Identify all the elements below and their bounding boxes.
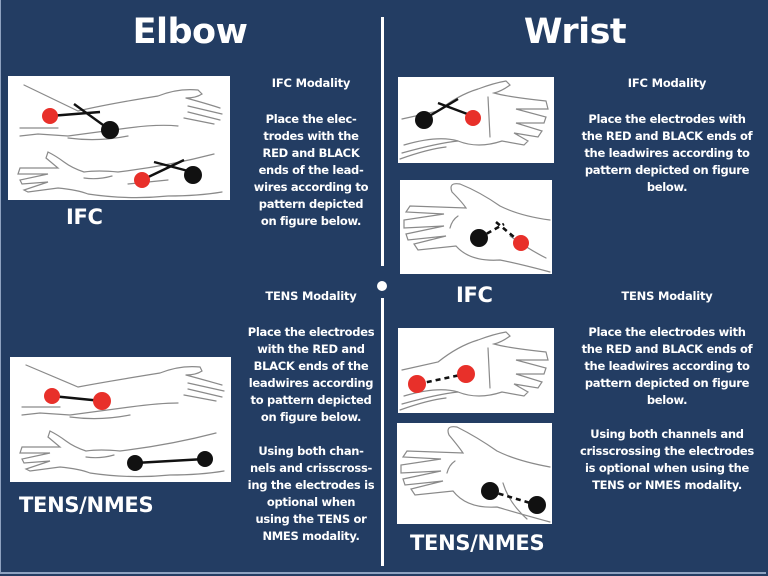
wrist-tens-palmar-illustration [400,426,551,523]
wrist-tens-figure-dorsal [398,328,554,413]
wrist-ifc-dorsal-illustration [399,80,549,160]
text-line: wires according to [253,180,369,194]
elbow-tens-label: TENS/NMES [19,493,154,517]
wrist-tens-figure-palmar [397,423,552,524]
text-line: ing the electrodes is [247,478,375,492]
electrode-black [101,121,119,139]
text-line: on figure below. [260,410,362,424]
wrist-ifc-figure-palmar [400,180,552,274]
elbow-ifc-heading: IFC Modality [271,76,351,90]
wrist-tens-paragraph-2: Using both channels and crisscrossing th… [570,426,764,494]
text-line: RED and BLACK [262,146,360,160]
text-line: is optional when using the [584,461,750,475]
electrode-black [415,111,433,129]
text-line: with the RED and [257,342,365,356]
elbow-tens-figure [10,357,231,482]
electrode-black [470,229,488,247]
wrist-ifc-paragraph: Place the electrodes with the RED and BL… [570,111,764,196]
text-line: the leadwires according to [584,146,750,160]
electrode-red [457,365,475,383]
text-line: on figure below. [260,214,362,228]
electrode-black [481,482,499,500]
text-line: ends of the lead- [258,163,364,177]
wrist-tens-dorsal-illustration [399,331,549,411]
elbow-ifc-instructions: IFC Modality Place the elec- trodes with… [240,76,382,230]
elbow-tens-heading: TENS Modality [265,289,357,303]
electrode-red [42,108,58,124]
electrode-black [127,455,143,471]
text-line: the leadwires according to [584,359,750,373]
wrist-ifc-instructions: IFC Modality Place the electrodes with t… [570,76,764,196]
text-line: below. [646,393,688,407]
text-line: the RED and BLACK ends of [581,129,753,143]
electrode-black [197,451,213,467]
text-line: to pattern depicted [250,393,372,407]
text-line: NMES modality. [262,529,360,543]
text-line: optional when [266,495,356,509]
text-line: Place the electrodes [247,325,375,339]
text-line: pattern depicted on figure [584,163,750,177]
text-line: Place the electrodes with [588,112,746,126]
wrist-tens-label: TENS/NMES [410,531,545,555]
text-line: using the TENS or [255,512,367,526]
elbow-ifc-figure [8,76,230,200]
elbow-ifc-label: IFC [66,205,103,229]
elbow-tens-instructions: TENS Modality Place the electrodes with … [240,289,382,545]
wrist-tens-paragraph-1: Place the electrodes with the RED and BL… [570,324,764,409]
wrist-ifc-heading: IFC Modality [627,76,707,90]
text-line: Using both chan- [258,444,364,458]
wrist-tens-instructions: TENS Modality Place the electrodes with … [570,289,764,494]
text-line: crisscrossing the electrodes [580,444,754,458]
text-line: BLACK ends of the [253,359,369,373]
wrist-ifc-label: IFC [456,283,493,307]
elbow-tens-paragraph-2: Using both chan- nels and crisscross- in… [240,443,382,545]
center-divider-top [381,17,384,266]
text-line: TENS or NMES modality. [592,478,742,492]
elbow-tens-paragraph-1: Place the electrodes with the RED and BL… [240,324,382,426]
text-line: pattern depicted on figure [584,376,750,390]
elbow-tens-illustration [19,364,225,478]
electrode-black [528,496,546,514]
elbow-title: Elbow [132,12,248,52]
elbow-ifc-paragraph: Place the elec- trodes with the RED and … [240,111,382,230]
text-line: trodes with the [263,129,359,143]
elbow-ifc-illustration [17,84,223,199]
wrist-ifc-figure-dorsal [398,77,554,163]
text-line: below. [646,180,688,194]
text-line: pattern depicted [258,197,364,211]
electrode-red [465,110,481,126]
electrode-red [93,392,111,410]
text-line: leadwires according [248,376,374,390]
wrist-tens-heading: TENS Modality [621,289,713,303]
text-line: nels and crisscross- [250,461,372,475]
center-dot [377,281,387,291]
text-line: Using both channels and [590,427,744,441]
center-divider-bottom [381,298,384,566]
electrode-red [513,235,529,251]
electrode-red [408,375,426,393]
electrode-black [184,166,202,184]
text-line: Place the electrodes with [588,325,746,339]
electrode-red [134,172,150,188]
wrist-title: Wrist [523,12,627,52]
text-line: Place the elec- [265,112,357,126]
wrist-ifc-palmar-illustration [403,183,551,273]
text-line: the RED and BLACK ends of [581,342,753,356]
electrode-red [44,388,60,404]
